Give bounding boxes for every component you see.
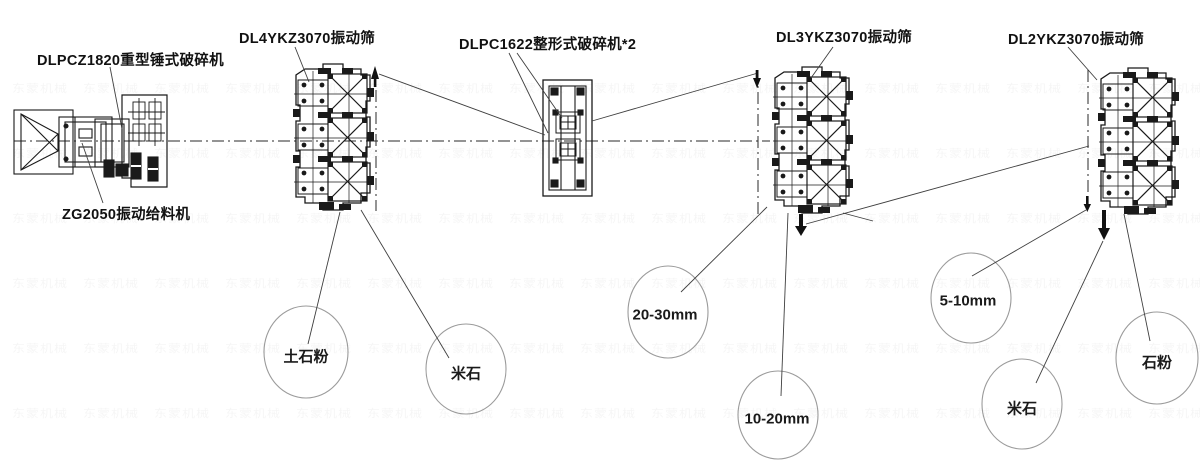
product-lines [307, 206, 1151, 397]
product-label-rice-stone-1: 米石 [450, 365, 482, 383]
product-circles [263, 252, 1199, 460]
feeder-and-hammer-crusher-drawing [13, 94, 168, 188]
label-screen-4ykz: DL4YKZ3070振动筛 [239, 31, 376, 47]
product-label-soil-stone-powder: 土石粉 [283, 348, 329, 366]
circle-soil-stone-powder [263, 305, 349, 399]
up-arrow-icon [371, 66, 379, 79]
product-label-rice-stone-2: 米石 [1006, 400, 1038, 418]
leader-lines [81, 46, 1098, 204]
circle-rice-stone-1 [425, 323, 507, 415]
circle-stone-powder [1115, 311, 1199, 405]
label-feeder: ZG2050振动给料机 [62, 207, 191, 223]
label-screen-2ykz: DL2YKZ3070振动筛 [1008, 32, 1145, 48]
shaping-crusher-drawing [542, 79, 593, 197]
flow-arrows [371, 66, 1110, 240]
circle-10-20mm [737, 370, 819, 460]
down-arrow-icon [1083, 204, 1091, 212]
product-label-5-10mm: 5-10mm [939, 292, 997, 310]
flow-lines [378, 72, 1090, 225]
circle-rice-stone-2 [981, 358, 1063, 450]
vibrating-screen-4ykz-drawing [293, 63, 374, 211]
product-label-20-30mm: 20-30mm [632, 306, 698, 324]
down-arrow-icon [753, 78, 761, 88]
vibrating-screen-3ykz-drawing [772, 66, 853, 214]
label-screen-3ykz: DL3YKZ3070振动筛 [776, 30, 913, 46]
circle-5-10mm [930, 252, 1012, 344]
down-arrow-icon [795, 226, 807, 236]
product-label-10-20mm: 10-20mm [744, 410, 810, 428]
label-hammer-crusher: DLPCZ1820重型锤式破碎机 [37, 53, 224, 69]
product-label-stone-powder: 石粉 [1141, 354, 1173, 372]
down-arrow-icon [1098, 228, 1110, 240]
vibrating-screen-2ykz-drawing [1098, 67, 1179, 215]
label-shaping-crusher: DLPC1622整形式破碎机*2 [459, 37, 637, 53]
circle-20-30mm [627, 265, 709, 359]
